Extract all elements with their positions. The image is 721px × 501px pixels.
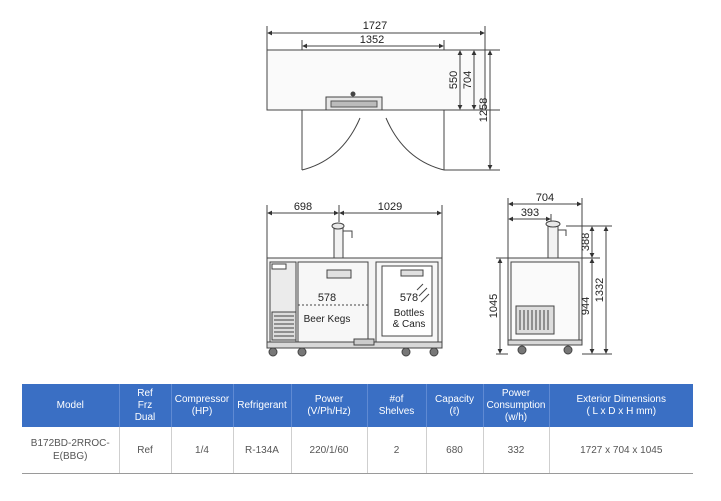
table-row: B172BD-2RROC-E(BBG) Ref 1/4 R-134A 220/1…	[22, 427, 693, 474]
header-compressor: Compressor(HP)	[171, 384, 234, 427]
side-dim-704: 704	[536, 192, 554, 204]
top-dim-inner-width: 1352	[360, 34, 384, 46]
header-model: Model	[22, 384, 120, 427]
side-dim-1332: 1332	[594, 278, 606, 302]
cell-compressor: 1/4	[171, 427, 234, 474]
side-dim-944: 944	[580, 297, 592, 315]
cell-capacity: 680	[426, 427, 484, 474]
beer-kegs-label: Beer Kegs	[304, 314, 351, 325]
front-dim-698: 698	[294, 201, 312, 213]
top-view	[266, 26, 500, 171]
top-dim-550: 550	[448, 71, 460, 89]
front-view	[266, 205, 443, 357]
bottles-label: Bottles	[394, 308, 425, 319]
side-dim-393: 393	[521, 207, 539, 219]
top-dim-704: 704	[462, 71, 474, 89]
top-dim-width: 1727	[363, 20, 387, 32]
header-capacity: Capacity(ℓ)	[426, 384, 484, 427]
cell-power-consumption: 332	[483, 427, 550, 474]
cell-type: Ref	[119, 427, 172, 474]
header-exterior-dimensions: Exterior Dimensions( L x D x H mm)	[549, 384, 693, 427]
cell-refrigerant: R-134A	[233, 427, 292, 474]
cans-label: & Cans	[393, 319, 426, 330]
side-dim-1045: 1045	[488, 294, 500, 318]
cell-exterior-dimensions: 1727 x 704 x 1045	[549, 427, 693, 474]
cell-power: 220/1/60	[291, 427, 368, 474]
cell-shelves: 2	[367, 427, 427, 474]
technical-drawing: 1727 1352 550 704 1258	[266, 20, 612, 357]
header-power: Power(V/Ph/Hz)	[291, 384, 368, 427]
front-dim-578-right: 578	[400, 292, 418, 304]
side-view	[496, 198, 612, 355]
cell-model: B172BD-2RROC-E(BBG)	[22, 427, 120, 474]
front-dim-578-left: 578	[318, 292, 336, 304]
front-dim-1029: 1029	[378, 201, 402, 213]
side-dim-388: 388	[580, 233, 592, 251]
header-refrigerant: Refrigerant	[233, 384, 292, 427]
top-dim-1258: 1258	[478, 98, 490, 122]
